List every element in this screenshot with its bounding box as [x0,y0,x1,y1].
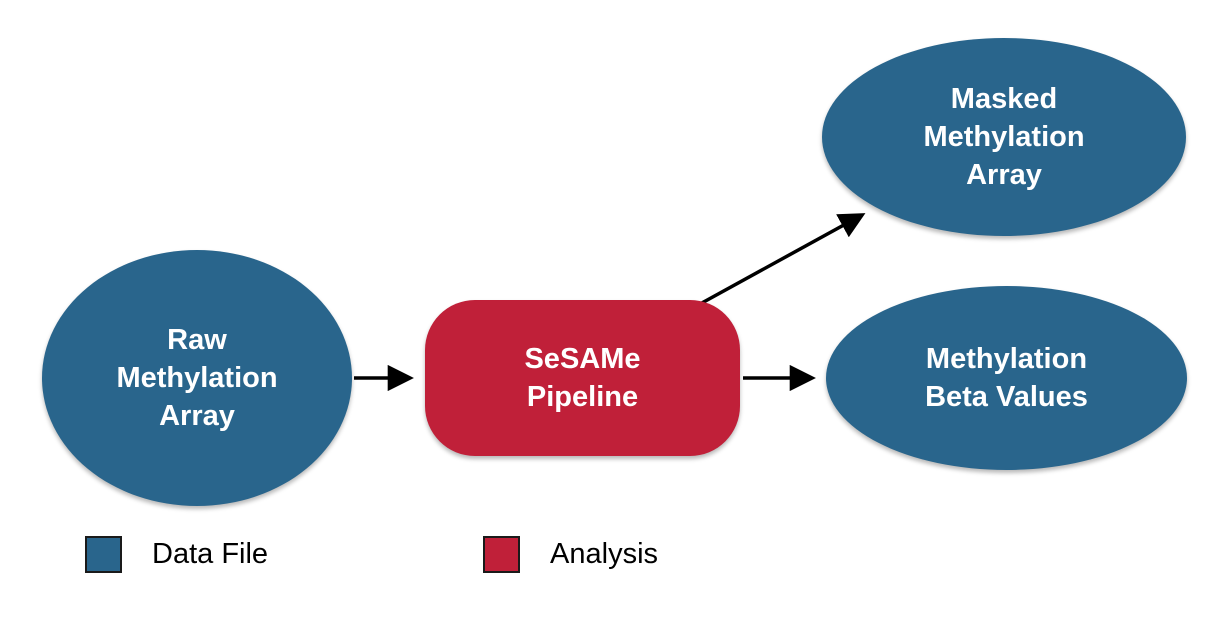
legend-item-analysis: Analysis [483,536,658,573]
node-masked-methylation-array: Masked Methylation Array [822,38,1186,236]
node-raw-line-2: Methylation [116,362,278,394]
node-masked-label: Masked Methylation Array [923,80,1084,194]
node-raw-methylation-array: Raw Methylation Array [42,250,352,506]
node-pipeline-line-2: Pipeline [526,381,639,413]
node-beta-line-1: Methylation [925,343,1088,375]
legend: Data File Analysis [85,536,658,573]
analysis-legend-label: Analysis [550,538,659,570]
node-sesame-pipeline: SeSAMe Pipeline [425,300,740,456]
node-raw-label: Raw Methylation Array [116,321,277,435]
node-beta-line-2: Beta Values [925,381,1088,413]
data-file-swatch [85,536,122,573]
arrow-pipeline-to-masked [699,213,866,306]
node-pipeline-line-1: SeSAMe [524,343,641,375]
node-raw-line-3: Array [159,400,235,432]
node-pipeline-label: SeSAMe Pipeline [524,340,640,416]
node-methylation-beta-values: Methylation Beta Values [826,286,1187,470]
node-raw-line-1: Raw [167,324,227,356]
node-masked-line-1: Masked [950,83,1058,115]
analysis-swatch [483,536,521,573]
legend-item-data-file: Data File [85,536,268,573]
node-masked-line-2: Methylation [923,121,1085,153]
data-file-legend-label: Data File [152,538,269,570]
node-masked-line-3: Array [966,159,1042,191]
node-beta-label: Methylation Beta Values [925,340,1088,416]
